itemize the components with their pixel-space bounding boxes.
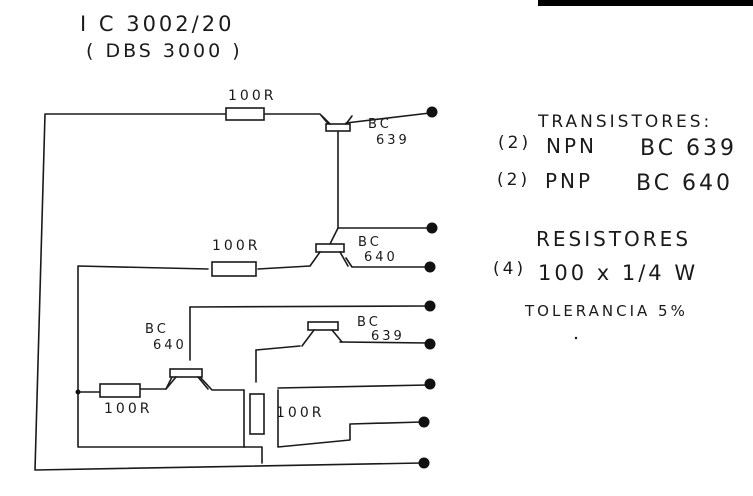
transistor-row-1-part: BC 639 [640,136,737,161]
terminal-5 [424,338,436,350]
terminal-3 [424,261,436,273]
transistor-row-1-kind: NPN [546,134,597,158]
resistor-spec: 100 x 1/4 W [538,261,698,285]
transistor-row-1-qty: (2) [498,133,531,153]
transistor-q3-number: 640 [153,338,187,353]
top-edge-bar [538,0,753,6]
resistor-r4-label: 100R [276,405,324,421]
transistor-q2-type: BC [358,235,382,250]
transistor-q4-number: 639 [371,329,405,344]
terminal-7 [418,416,430,428]
resistor-r4: 100R [249,393,324,435]
transistor-q1-number: 639 [376,133,410,148]
title-line-1: I C 3002/20 [80,12,234,36]
parts-notes: TRANSISTORES: (2) NPN BC 639 (2) PNP BC … [493,112,737,340]
terminal-6 [424,378,436,390]
transistor-q3: BC 640 [145,322,209,390]
resistor-r3-label: 100R [104,401,152,417]
stray-mark [574,336,578,340]
transistor-q2: BC 640 [309,235,398,267]
terminal-8 [418,457,430,469]
title-line-2: ( DBS 3000 ) [86,40,243,62]
resistor-r2-label: 100R [212,238,260,254]
resistor-r2: 100R [211,238,260,277]
resistors-heading: RESISTORES [536,227,691,251]
resistor-r1-label: 100R [228,88,276,104]
transistor-row-2-part: BC 640 [636,171,733,196]
resistor-qty: (4) [493,259,526,279]
transistor-q2-number: 640 [364,250,398,265]
transistor-q4-type: BC [357,315,381,330]
terminal-4 [424,300,436,312]
wiring [34,112,431,471]
transistor-q3-type: BC [145,322,169,337]
transistors-heading: TRANSISTORES: [537,112,712,132]
terminals [75,106,438,469]
transistor-q4: BC 639 [301,315,405,347]
resistor-r1: 100R [225,88,276,121]
transistor-row-2-qty: (2) [497,170,530,190]
transistor-row-2-kind: PNP [545,169,593,193]
terminal-1 [426,106,438,118]
resistor-r3: 100R [99,383,152,417]
tolerance-note: TOLERANCIA 5% [524,302,688,320]
transistor-q1-type: BC [368,117,392,132]
junction-dot [75,389,81,395]
terminal-2 [426,222,438,234]
transistor-q1: BC 639 [321,115,410,148]
